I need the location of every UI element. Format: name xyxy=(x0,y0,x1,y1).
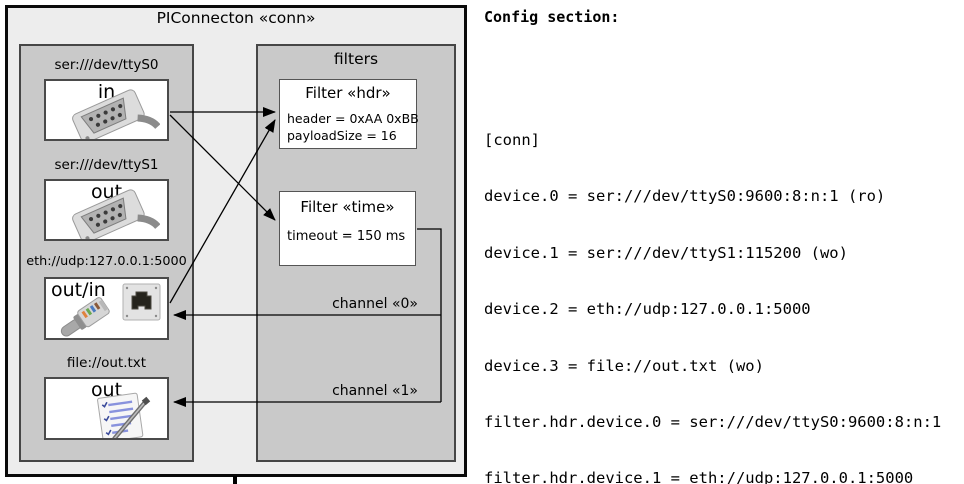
filter-title: Filter «hdr» xyxy=(305,84,391,102)
config-heading: Config section: xyxy=(484,8,620,26)
config-line: filter.hdr.device.1 = eth://udp:127.0.0.… xyxy=(484,469,914,484)
device-node-file: out xyxy=(44,377,169,440)
filters-panel-title: filters xyxy=(333,50,379,68)
config-line: device.1 = ser:///dev/ttyS1:115200 (wo) xyxy=(484,243,848,262)
device-node-eth: out/in xyxy=(44,277,169,340)
config-line: device.0 = ser:///dev/ttyS0:9600:8:n:1 (… xyxy=(484,187,886,206)
ethernet-plug-icon xyxy=(60,297,110,337)
config-line: device.3 = file://out.txt (wo) xyxy=(484,356,764,375)
device-node-ttys1: out xyxy=(44,179,169,241)
device-mode-label: out xyxy=(90,379,123,401)
serial-port-icon xyxy=(72,89,160,139)
device-mode-label: out/in xyxy=(51,279,106,301)
filter-property: timeout = 150 ms xyxy=(287,229,406,244)
filter-node-hdr: Filter «hdr» header = 0xAA 0xBB payloadS… xyxy=(279,79,419,149)
channel-1-label: channel «1» xyxy=(332,383,418,399)
filter-title: Filter «time» xyxy=(300,198,395,216)
ethernet-jack-icon xyxy=(122,283,161,321)
config-listing: [conn] device.0 = ser:///dev/ttyS0:9600:… xyxy=(484,37,962,484)
config-line: device.2 = eth://udp:127.0.0.1:5000 xyxy=(484,300,811,319)
diagram-title: PIConnecton «conn» xyxy=(156,9,316,27)
bottom-edge-tick xyxy=(233,476,237,484)
channel-0-label: channel «0» xyxy=(332,296,418,312)
device-node-ttys0: in xyxy=(44,79,169,141)
device-uri-label: eth://udp:127.0.0.1:5000 xyxy=(26,254,187,269)
filter-property: header = 0xAA 0xBB xyxy=(287,111,419,126)
device-mode-label: in xyxy=(97,81,116,103)
notepad-icon xyxy=(97,392,151,438)
device-uri-label: ser:///dev/ttyS1 xyxy=(54,157,159,173)
device-uri-label: ser:///dev/ttyS0 xyxy=(54,57,159,73)
serial-port-icon xyxy=(72,189,160,239)
config-line: filter.hdr.device.0 = ser:///dev/ttyS0:9… xyxy=(484,412,942,431)
device-uri-label: file://out.txt xyxy=(66,355,147,371)
filter-property: payloadSize = 16 xyxy=(287,128,397,143)
config-line: [conn] xyxy=(484,130,540,149)
filter-node-time: Filter «time» timeout = 150 ms xyxy=(279,191,416,266)
